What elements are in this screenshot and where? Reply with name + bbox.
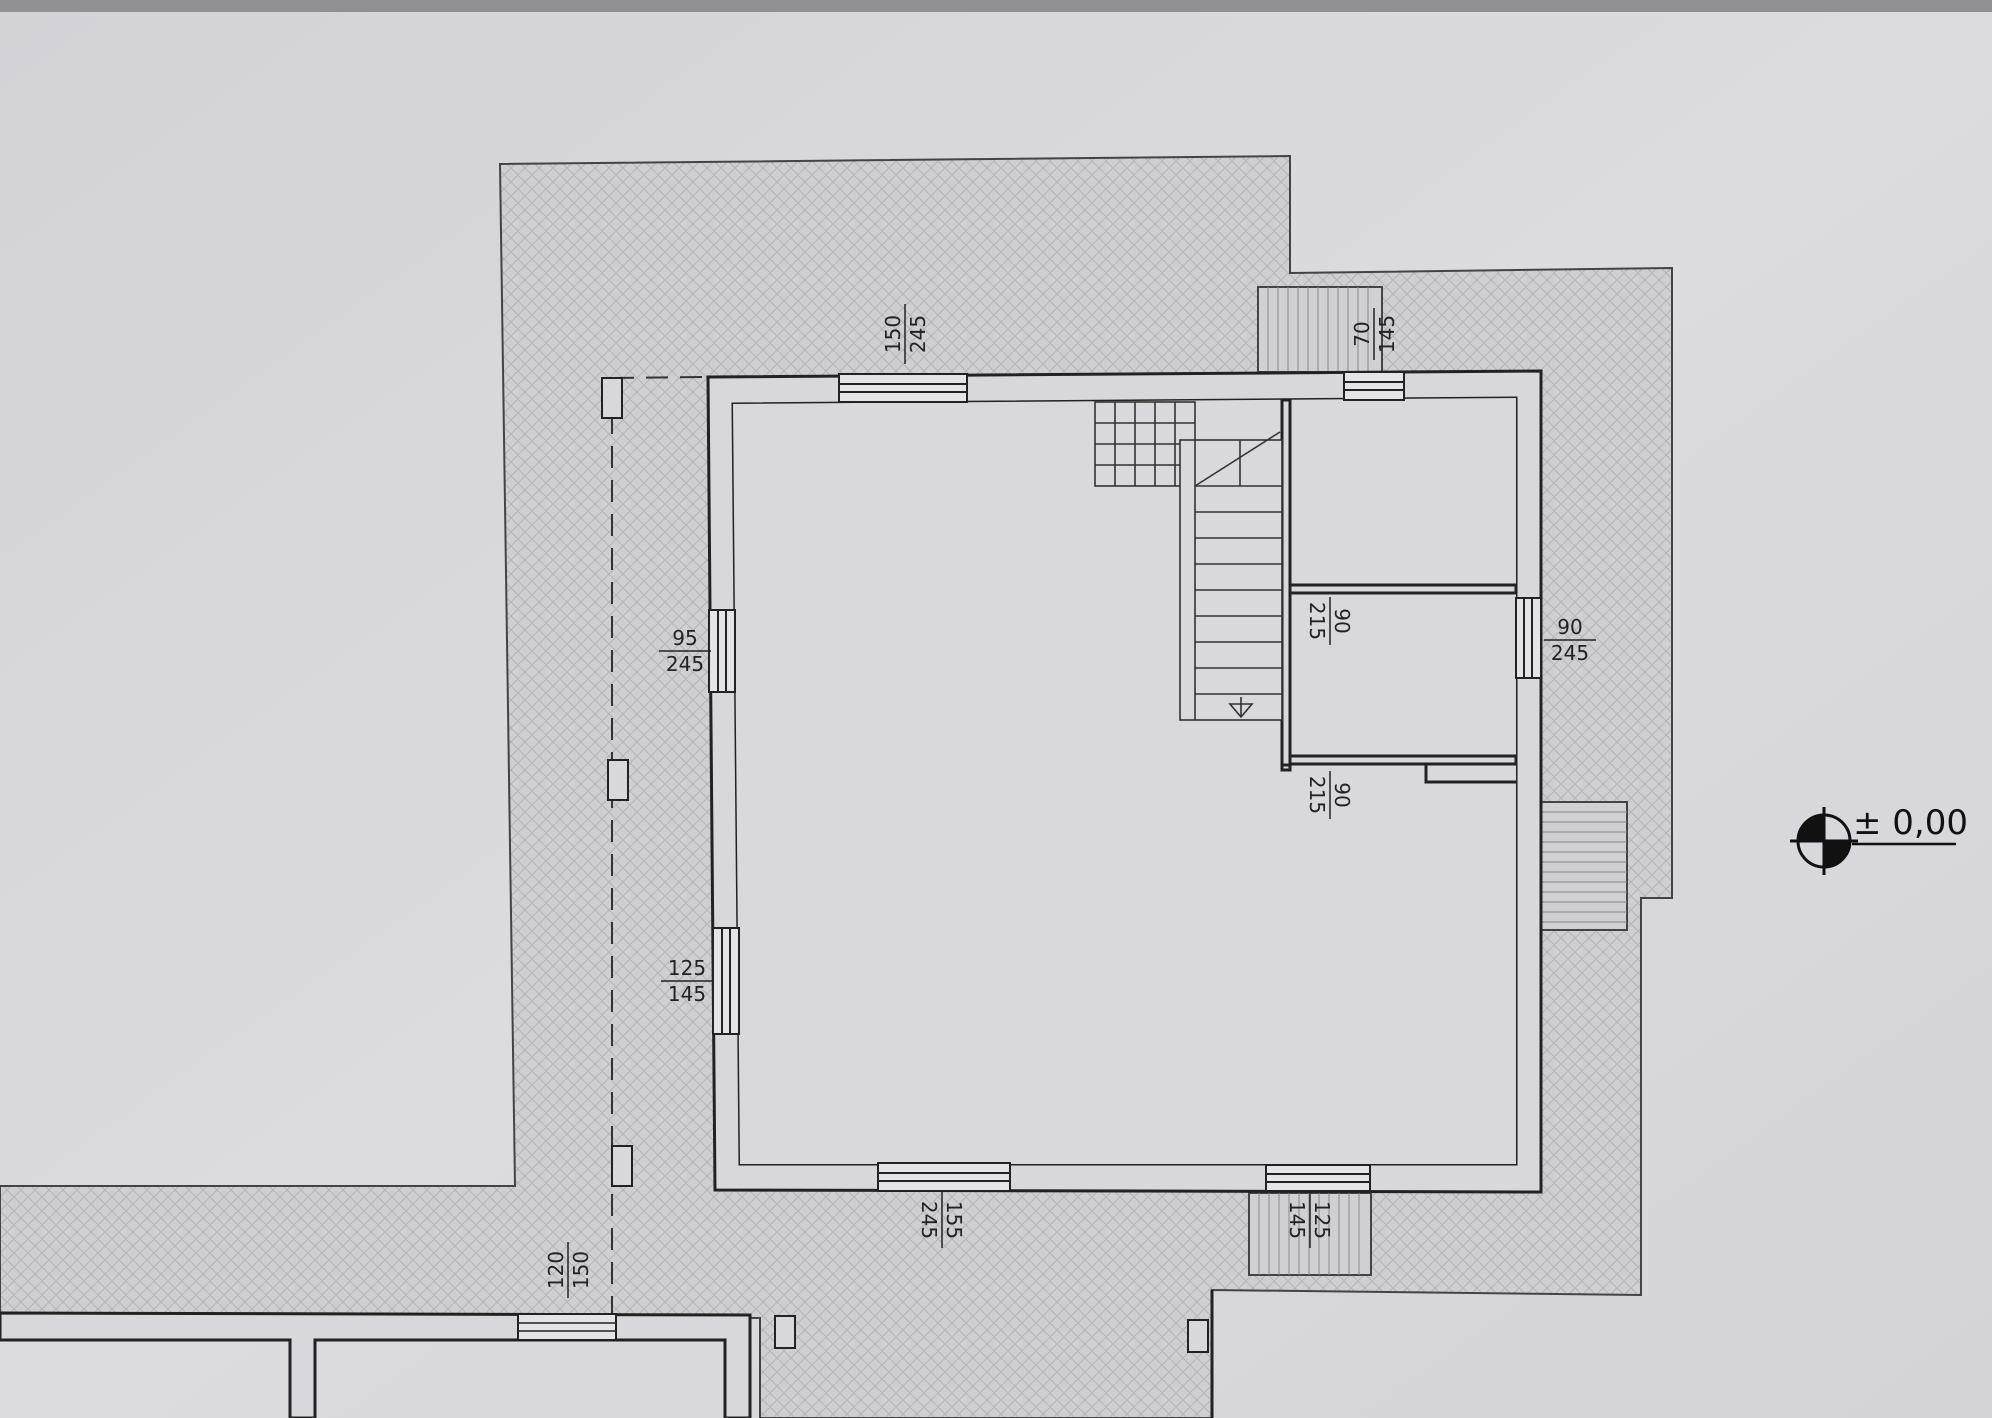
dim-south-door: 125 145 xyxy=(1285,1192,1334,1248)
dim-top: 70 xyxy=(1350,321,1374,346)
level-label: ± 0,00 xyxy=(1853,803,1968,843)
dim-bottom: 245 xyxy=(906,315,930,353)
dim-bottom: 215 xyxy=(1305,602,1329,640)
dim-lower-window: 120 150 xyxy=(544,1242,593,1298)
dim-east-window: 90 245 xyxy=(1544,615,1596,665)
dim-top: 90 xyxy=(1557,615,1582,639)
dim-bottom: 215 xyxy=(1305,776,1329,814)
staircase xyxy=(1094,401,1283,721)
top-edge-shadow xyxy=(0,0,1992,12)
dim-north-window-2: 70 145 xyxy=(1350,308,1399,360)
post xyxy=(607,759,629,801)
entry-step-north xyxy=(1257,286,1383,373)
interior-floor xyxy=(733,398,1516,1164)
post xyxy=(611,1145,633,1187)
dim-north-window-1: 150 245 xyxy=(881,304,930,364)
dim-bottom: 145 xyxy=(1375,315,1399,353)
dim-bottom: 150 xyxy=(569,1251,593,1289)
post xyxy=(774,1315,796,1349)
dim-top: 125 xyxy=(668,956,706,980)
entry-step-east xyxy=(1540,801,1628,931)
dim-bottom: 145 xyxy=(1285,1201,1309,1239)
dim-top: 150 xyxy=(881,315,905,353)
adjacent-building xyxy=(0,1290,1214,1418)
dim-top: 90 xyxy=(1330,608,1354,633)
dimension-labels: 150 245 70 145 95 245 125 145 90 245 90 … xyxy=(544,304,1596,1298)
window-symbols xyxy=(708,371,1542,1192)
interior-partitions xyxy=(1280,398,1518,784)
level-symbol-icon xyxy=(1790,807,1858,875)
dim-inner-door-2: 90 215 xyxy=(1305,771,1354,819)
dim-bottom: 245 xyxy=(1551,641,1589,665)
dim-top: 90 xyxy=(1330,782,1354,807)
dim-inner-door-1: 90 215 xyxy=(1305,597,1354,645)
dim-bottom: 145 xyxy=(668,982,706,1006)
dim-bottom: 245 xyxy=(917,1201,941,1239)
level-marker: ± 0,00 xyxy=(1790,803,1968,875)
post xyxy=(601,377,623,419)
dim-bottom: 245 xyxy=(666,652,704,676)
dim-top: 120 xyxy=(544,1251,568,1289)
dim-west-window-1: 95 245 xyxy=(659,626,711,676)
post xyxy=(1187,1319,1209,1353)
dim-top: 155 xyxy=(942,1201,966,1239)
dim-west-window-2: 125 145 xyxy=(661,956,713,1006)
pergola-outline xyxy=(601,376,1209,1353)
dim-south-window: 155 245 xyxy=(917,1192,966,1248)
dim-top: 125 xyxy=(1310,1201,1334,1239)
dim-top: 95 xyxy=(672,626,697,650)
